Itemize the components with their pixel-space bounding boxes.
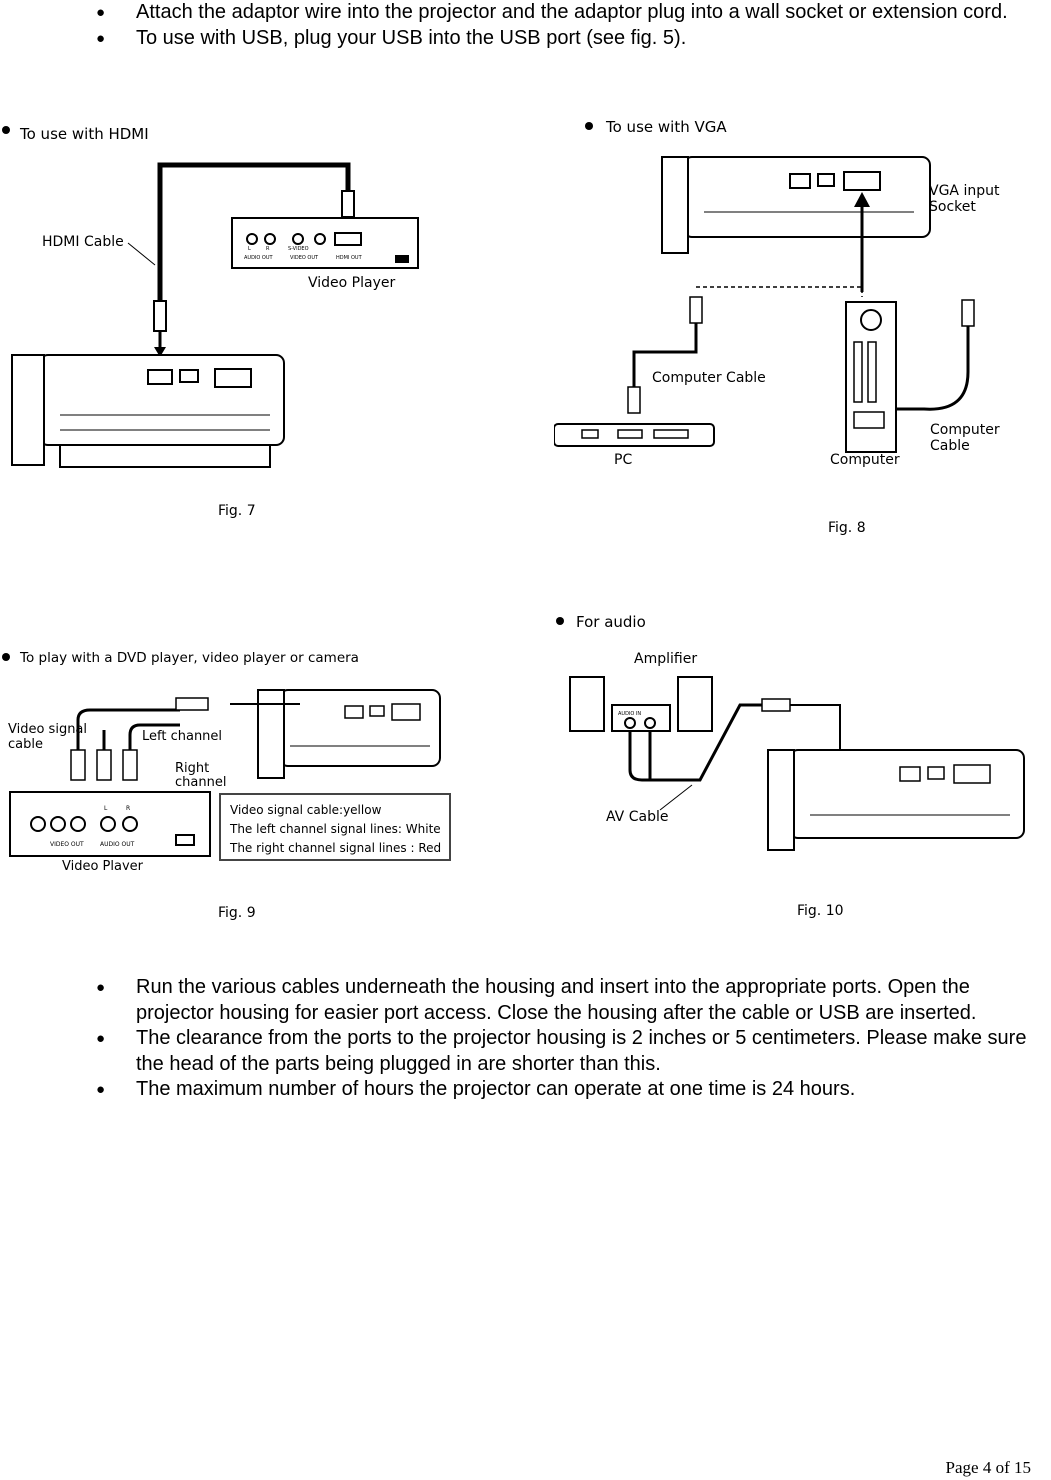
svg-text:VIDEO OUT: VIDEO OUT xyxy=(50,841,84,848)
svg-text:Cable: Cable xyxy=(930,438,970,454)
dvd-connection-diagram: To play with a DVD player, video player … xyxy=(2,650,451,870)
svg-text:VIDEO OUT: VIDEO OUT xyxy=(290,255,319,261)
bullet-dot-icon: ● xyxy=(96,1030,106,1047)
pc-laptop-illustration xyxy=(554,423,715,447)
vga-socket-label: VGA input xyxy=(929,183,1000,199)
svg-text:HDMI OUT: HDMI OUT xyxy=(336,255,363,261)
svg-text:cable: cable xyxy=(8,737,43,752)
svg-text:Socket: Socket xyxy=(929,199,976,215)
vga-connection-diagram: To use with VGA VGA input Socket Compute… xyxy=(554,118,1000,468)
computer-cable-label: Computer Cable xyxy=(652,370,766,386)
bottom-bullet-list: ●Run the various cables underneath the h… xyxy=(0,975,1051,1103)
figure-10-audio: For audio Amplifier AUDIO IN AV Cable xyxy=(550,605,1030,865)
video-signal-cable-label: Video signal xyxy=(8,722,87,737)
heading-bullet-icon xyxy=(556,617,564,625)
cable-color-legend xyxy=(219,793,451,861)
amplifier-label: Amplifier xyxy=(634,651,697,667)
video-player-label: Video Player xyxy=(62,859,144,870)
svg-text:S-VIDEO: S-VIDEO xyxy=(288,246,309,252)
svg-text:L: L xyxy=(104,805,108,812)
heading-bullet-icon xyxy=(585,122,593,130)
video-player-label: Video Player xyxy=(308,275,395,291)
figure-7-hdmi: To use with HDMI HDMI Cable L R S-VIDEO … xyxy=(0,115,440,485)
fig10-caption: Fig. 10 xyxy=(797,903,844,919)
svg-text:channel: channel xyxy=(175,775,226,790)
page-number: Page 4 of 15 xyxy=(945,1458,1031,1477)
av-cable-label: AV Cable xyxy=(606,809,668,825)
fig8-heading: To use with VGA xyxy=(605,118,727,136)
bullet-item: ●The maximum number of hours the project… xyxy=(0,1077,1051,1103)
hdmi-connection-diagram: To use with HDMI HDMI Cable L R S-VIDEO … xyxy=(2,125,419,468)
fig10-heading: For audio xyxy=(576,613,646,631)
audio-connection-diagram: For audio Amplifier AUDIO IN AV Cable xyxy=(556,613,1025,851)
projector-illustration xyxy=(767,749,1025,851)
fig7-caption: Fig. 7 xyxy=(218,503,256,519)
figure-9-dvd: To play with a DVD player, video player … xyxy=(0,640,460,870)
computer-label: Computer xyxy=(830,452,900,468)
projector-illustration xyxy=(11,354,285,468)
heading-bullet-icon xyxy=(2,126,10,134)
legend-line-red: The right channel signal lines : Red xyxy=(229,841,441,855)
legend-line-yellow: Video signal cable:yellow xyxy=(230,803,382,817)
hdmi-cable-label: HDMI Cable xyxy=(42,234,124,250)
svg-text:L: L xyxy=(248,246,251,252)
bullet-item: ●Run the various cables underneath the h… xyxy=(96,976,977,1024)
fig7-heading: To use with HDMI xyxy=(19,125,149,143)
svg-text:AUDIO IN: AUDIO IN xyxy=(618,711,641,717)
amplifier-illustration: AUDIO IN xyxy=(569,676,713,732)
fig8-caption: Fig. 8 xyxy=(828,520,866,536)
heading-bullet-icon xyxy=(2,653,10,661)
bullet-dot-icon: ● xyxy=(96,1081,106,1098)
fig9-heading: To play with a DVD player, video player … xyxy=(19,650,359,666)
bullet-item: ●The clearance from the ports to the pro… xyxy=(96,1027,1027,1075)
svg-text:R: R xyxy=(126,805,130,812)
right-channel-label: Right xyxy=(175,761,209,776)
bullet-item: ●To use with USB, plug your USB into the… xyxy=(0,26,1051,52)
bullet-dot-icon: ● xyxy=(96,29,106,47)
video-player-box xyxy=(231,217,419,269)
figure-8-vga: To use with VGA VGA input Socket Compute… xyxy=(554,112,1014,472)
projector-illustration xyxy=(661,156,931,254)
pc-label: PC xyxy=(614,452,632,468)
svg-text:AUDIO OUT: AUDIO OUT xyxy=(100,841,135,848)
left-channel-label: Left channel xyxy=(142,729,222,744)
computer-cable-2-label: Computer xyxy=(930,422,1000,438)
bullet-item: ●Attach the adaptor wire into the projec… xyxy=(0,0,1051,26)
fig9-caption: Fig. 9 xyxy=(218,905,256,921)
top-bullet-list: ●Attach the adaptor wire into the projec… xyxy=(0,0,1051,51)
legend-line-white: The left channel signal lines: White xyxy=(229,822,441,836)
svg-text:R: R xyxy=(266,246,270,252)
bullet-dot-icon: ● xyxy=(96,979,106,996)
computer-tower-illustration xyxy=(845,301,897,453)
bullet-dot-icon: ● xyxy=(96,4,106,21)
svg-text:AUDIO OUT: AUDIO OUT xyxy=(244,255,274,261)
